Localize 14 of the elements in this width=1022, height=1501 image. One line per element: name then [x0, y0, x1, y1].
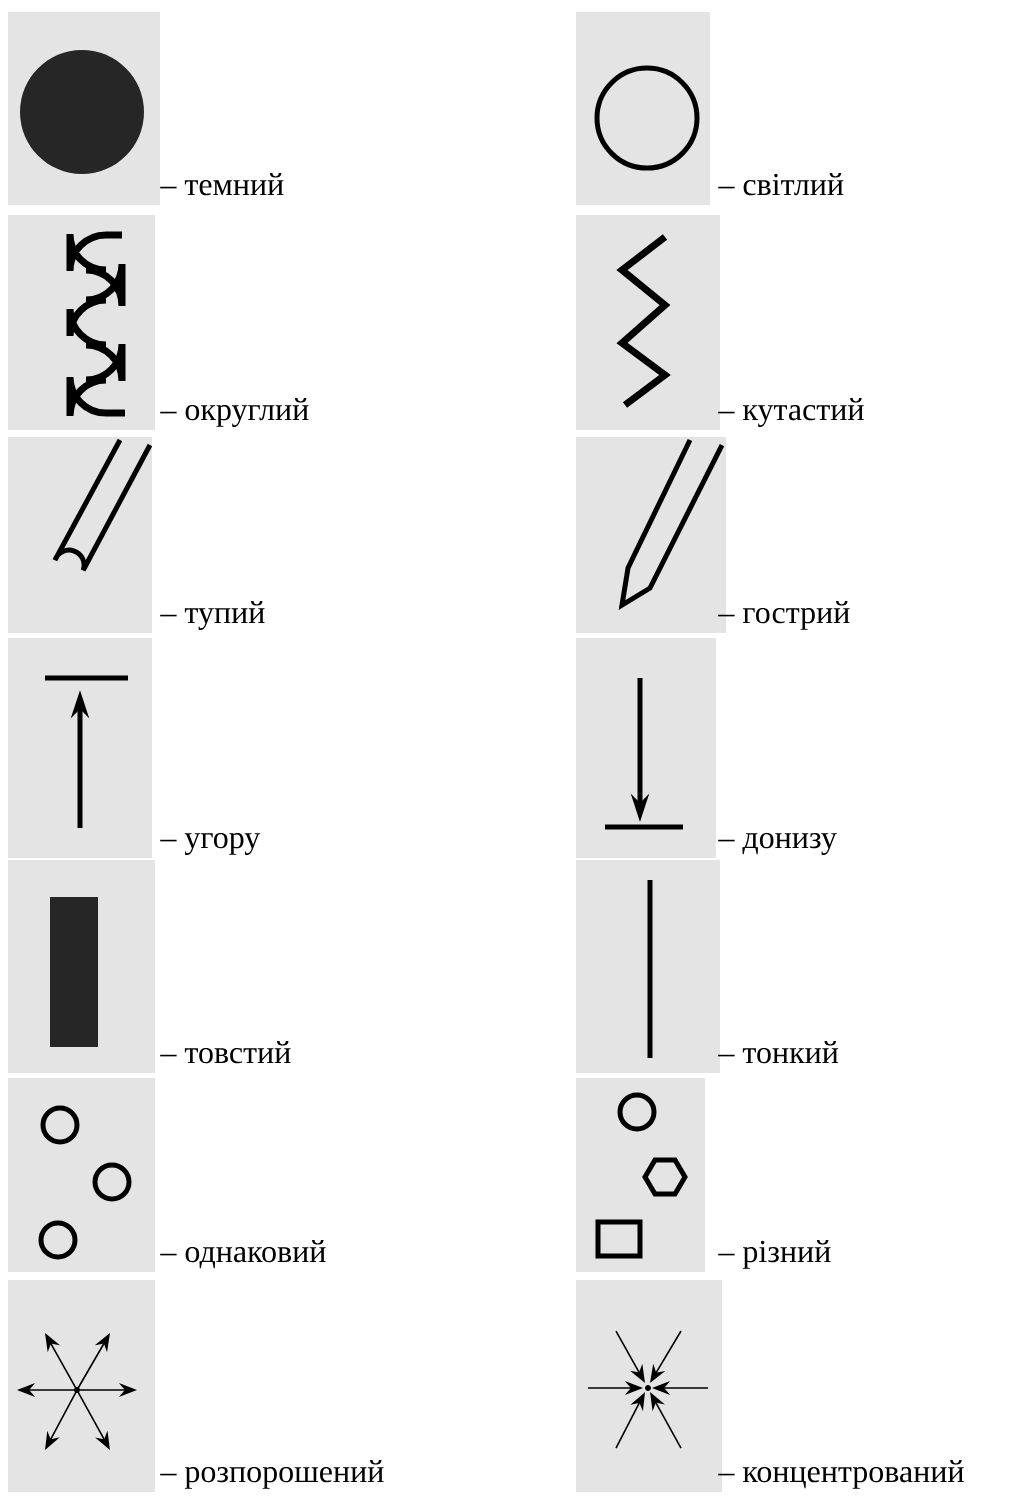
caption-text: – округлий — [160, 398, 309, 427]
caption-text: – світлий — [718, 173, 844, 196]
caption-text: – товстий — [160, 1041, 291, 1064]
caption-text: – угору — [160, 832, 261, 855]
caption-text: – донизу — [718, 832, 837, 855]
caption-text: – концентрований — [718, 1460, 964, 1489]
caption-text: – тупий — [160, 601, 265, 630]
caption-text: – темний — [160, 173, 284, 196]
caption-text: – різний — [718, 1240, 831, 1269]
caption-text: – кутастий — [718, 398, 864, 427]
caption-text: – тонкий — [718, 1041, 839, 1064]
caption-text: – гострий — [718, 601, 850, 630]
caption-text: – однаковий — [160, 1240, 326, 1269]
caption-text: – розпорошений — [160, 1460, 384, 1489]
